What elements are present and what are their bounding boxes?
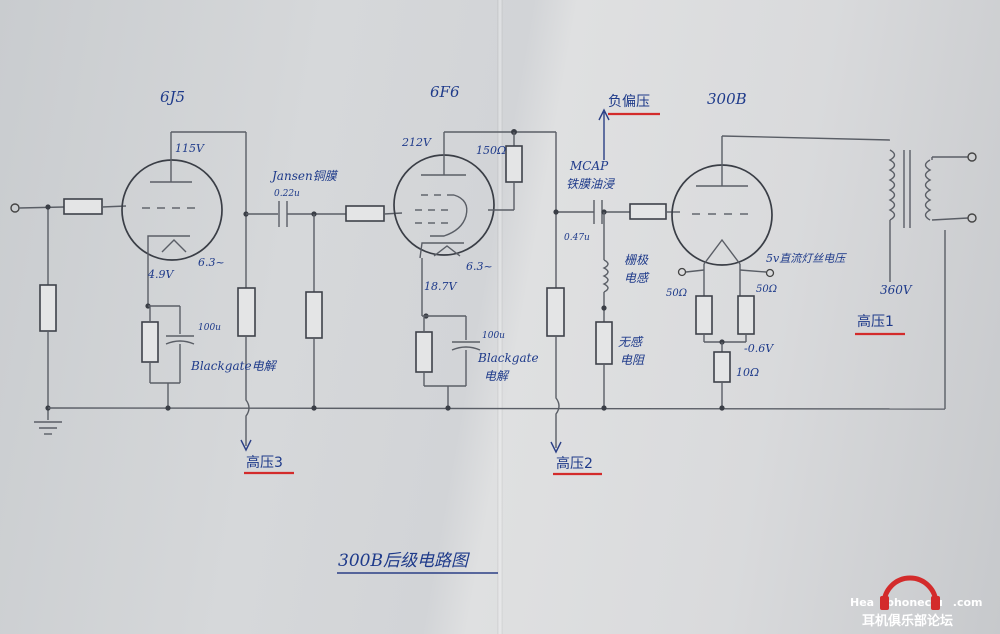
cathode-res-label: 10Ω	[736, 366, 759, 379]
stage2-cathode-voltage: 18.7V	[424, 280, 457, 293]
stage2-cap-note2: 电解	[484, 369, 510, 383]
grid-leak-resistor-1	[39, 284, 57, 332]
cathode-cap-2	[451, 341, 481, 351]
ground-symbol	[34, 421, 62, 435]
stage2-screen-resistor: 150Ω	[476, 144, 506, 157]
coupling-cap-2	[593, 200, 603, 224]
output-transformer	[888, 149, 977, 228]
hv3-arrow	[240, 439, 252, 452]
hv3-label: 高压3	[246, 454, 283, 471]
grid-res-label1: 无感	[618, 335, 644, 349]
stage1-plate-voltage: 115V	[175, 142, 205, 155]
tube-label-6f6: 6F6	[430, 83, 460, 101]
neg-bias-label: 负偏压	[608, 94, 650, 110]
watermark-brand-post: phoneclu	[886, 596, 943, 609]
input-terminal	[10, 203, 20, 213]
diagram-title: 300B后级电路图	[338, 551, 470, 571]
headphone-logo-icon	[880, 575, 940, 610]
stage1-cap-note: Blackgate电解	[190, 359, 278, 373]
tube-label-6j5: 6J5	[160, 88, 185, 106]
cathode-cap-1	[165, 335, 195, 345]
grid-choke	[602, 259, 609, 293]
coupling2-cap-value: 0.47u	[564, 233, 590, 243]
screen-resistor-150	[505, 145, 523, 183]
hum-res-right-label: 50Ω	[756, 284, 777, 295]
cathode-resistor-10	[713, 351, 731, 383]
tube-6j5	[121, 159, 223, 261]
coupling1-cap-value: 0.22u	[274, 189, 300, 199]
stage2-plate-voltage: 212V	[401, 136, 432, 149]
coupling2-cap-brand2: 铁膜油浸	[566, 177, 615, 191]
watermark: Hea phoneclu .com 耳机俱乐部论坛	[850, 575, 983, 629]
stage2-cap-note1: Blackgate	[477, 351, 539, 365]
cathode-resistor-2	[415, 331, 433, 373]
grid-stopper-resistor-2	[345, 205, 385, 222]
grid-res-label2: 电阻	[620, 353, 645, 367]
stage2-cap-value: 100u	[482, 331, 505, 341]
hum-resistor-right	[737, 295, 755, 335]
coupling1-cap-brand: Jansen铜膜	[269, 169, 339, 183]
grid-stopper-resistor-1	[63, 198, 103, 215]
b-plus-voltage: 360V	[880, 283, 913, 297]
hum-res-left-label: 50Ω	[666, 288, 687, 299]
hv1-label: 高压1	[857, 313, 894, 330]
tube-label-300b: 300B	[707, 90, 747, 108]
tube-6f6	[393, 154, 495, 259]
stage2-heater: 6.3~	[466, 260, 493, 273]
hv2-label: 高压2	[556, 455, 593, 472]
stage1-cap-value: 100u	[198, 323, 221, 333]
neg-bias-arrow	[598, 108, 610, 121]
watermark-brand-tail: .com	[953, 596, 983, 609]
stage1-heater: 6.3~	[198, 256, 225, 269]
filament-note: 5v直流灯丝电压	[766, 252, 847, 265]
watermark-brand-pre: Hea	[850, 596, 874, 609]
coupling-cap-1	[278, 201, 288, 227]
paper-fold	[497, 0, 503, 634]
plate-load-resistor-1	[237, 287, 256, 337]
grid-choke-label2: 电感	[624, 271, 650, 285]
grid-stopper-resistor-3	[629, 203, 667, 220]
hv2-arrow	[550, 441, 562, 454]
cathode-resistor-1	[141, 321, 159, 363]
bias-voltage: -0.6V	[744, 342, 774, 355]
watermark-subtitle: 耳机俱乐部论坛	[862, 613, 953, 629]
grid-leak-resistor-2	[305, 291, 323, 339]
tube-300b	[671, 164, 773, 266]
plate-load-resistor-2	[546, 287, 565, 337]
coupling2-cap-brand1: MCAP	[569, 159, 609, 173]
hum-resistor-left	[695, 295, 713, 335]
grid-leak-resistor-3	[595, 321, 613, 365]
stage1-cathode-voltage: 4.9V	[147, 268, 174, 281]
grid-choke-label1: 栅极	[624, 253, 649, 267]
